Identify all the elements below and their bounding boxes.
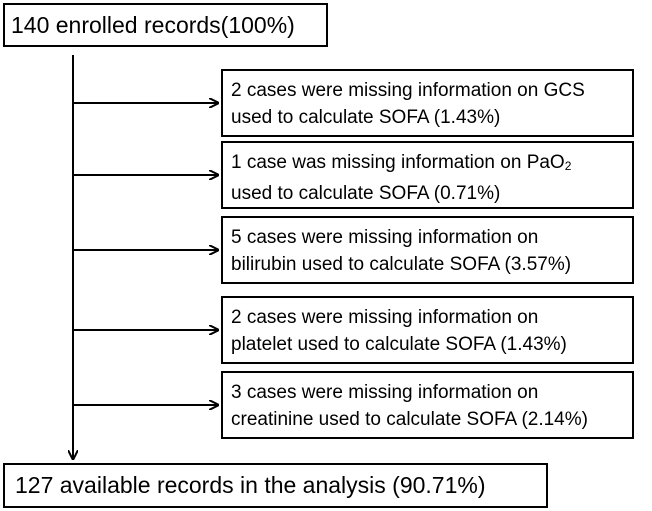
exclusion-platelet-line1: 2 cases were missing information on	[231, 307, 539, 328]
exclusion-box-gcs: 2 cases were missing information on GCS …	[221, 69, 634, 137]
exclusion-pao2-line1-text: 1 case was missing information on PaO	[231, 152, 565, 173]
available-records-text: 127 available records in the analysis (9…	[15, 472, 486, 498]
exclusion-creatinine-line1: 3 cases were missing information on	[231, 382, 539, 403]
available-records-box: 127 available records in the analysis (9…	[3, 463, 548, 508]
exclusion-pao2-line1: 1 case was missing information on PaO2	[231, 149, 632, 180]
exclusion-gcs-line2: used to calculate SOFA (1.43%)	[231, 107, 501, 128]
enrolled-records-box: 140 enrolled records(100%)	[3, 3, 328, 47]
exclusion-bilirubin-line1: 5 cases were missing information on	[231, 227, 539, 248]
exclusion-box-pao2: 1 case was missing information on PaO2 u…	[221, 141, 634, 209]
exclusion-box-platelet: 2 cases were missing information on plat…	[221, 296, 634, 364]
exclusion-creatinine-line2: creatinine used to calculate SOFA (2.14%…	[231, 409, 588, 430]
exclusion-platelet-line2: platelet used to calculate SOFA (1.43%)	[231, 334, 567, 355]
exclusion-pao2-subscript: 2	[564, 159, 572, 173]
exclusion-pao2-line2: used to calculate SOFA (0.71%)	[231, 183, 501, 204]
exclusion-gcs-line1: 2 cases were missing information on GCS	[231, 80, 585, 101]
exclusion-bilirubin-line2: bilirubin used to calculate SOFA (3.57%)	[231, 254, 572, 275]
exclusion-box-creatinine: 3 cases were missing information on crea…	[221, 371, 634, 439]
exclusion-box-bilirubin: 5 cases were missing information on bili…	[221, 216, 634, 284]
enrolled-records-text: 140 enrolled records(100%)	[11, 12, 295, 38]
